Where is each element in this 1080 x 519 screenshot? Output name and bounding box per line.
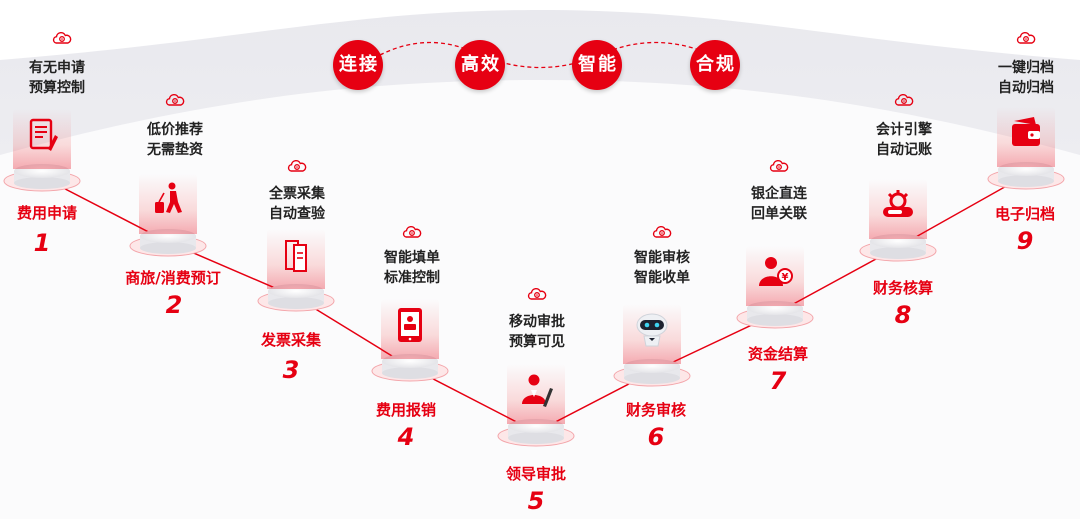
platform-base [624,372,680,384]
desc-line: 自动记账 [876,142,932,158]
step-2-desc: 低价推荐 无需垫资 [115,120,235,160]
step-4-label: 费用报销 [375,401,436,419]
desc-line: 预算可见 [509,334,565,350]
step-7-number: 7 [769,367,787,395]
desc-line: 回单关联 [751,206,807,222]
desc-line: 智能填单 [384,250,440,266]
step-1-label: 费用申请 [16,204,77,222]
badge-char: 合 [696,54,714,75]
platform-top [870,234,926,248]
step-2-glow [139,174,197,234]
step-3-label: 发票采集 [260,331,321,349]
platform-top [268,284,324,298]
platform-base [140,242,196,254]
desc-line: 自动归档 [998,80,1054,96]
desc-line: 低价推荐 [147,122,203,138]
platform-base [998,175,1054,187]
cloud-gear-icon [165,94,185,106]
badge-efficient: 高 效 [455,40,505,90]
cloud-gear-icon [527,288,547,300]
platform-base [382,367,438,379]
step-7-glow [746,246,804,306]
platform-base [870,247,926,259]
traveler-luggage-icon [155,182,182,213]
step-8-desc: 会计引擎 自动记账 [844,120,964,160]
step-3-desc: 全票采集 自动查验 [237,184,357,224]
platform-top [140,229,196,243]
step-5-number: 5 [527,487,545,515]
platform-top [624,359,680,373]
desc-line: 无需垫资 [147,142,203,158]
step-6-label: 财务审核 [625,401,686,419]
step-5-glow [507,364,565,424]
step-8-number: 8 [894,301,912,329]
desc-line: 全票采集 [269,186,325,202]
badge-char: 效 [481,54,499,75]
cloud-gear-icon [1016,32,1036,44]
manager-signing-icon [522,374,553,407]
desc-line: 预算控制 [29,80,85,96]
cloud-gear-icon [287,160,307,172]
badge-connect: 连 接 [333,40,383,90]
step-8-label: 财务核算 [872,279,933,297]
engine-gear-icon [883,190,913,217]
robot-icon [636,313,668,347]
desc-line: 银企直连 [751,186,807,202]
badge-char: 接 [359,54,377,75]
platform-top [14,164,70,178]
badge-compliant: 合 规 [690,40,740,90]
step-1-desc: 有无申请 预算控制 [0,58,117,98]
step-9-number: 9 [1016,227,1034,255]
archive-wallet-icon [1012,117,1040,146]
tablet-form-icon [398,308,422,342]
platform-base [747,314,803,326]
desc-line: 有无申请 [29,60,85,76]
step-4-number: 4 [397,423,415,451]
step-5-label: 领导审批 [505,465,566,483]
step-9-label: 电子归档 [994,205,1055,223]
step-4-desc: 智能填单 标准控制 [352,248,472,288]
platform-top [382,354,438,368]
cloud-gear-icon [894,94,914,106]
document-pen-icon [29,118,58,151]
platform-base [268,297,324,309]
platform-base [508,432,564,444]
platform-top [998,162,1054,176]
badge-char: 规 [716,54,734,75]
desc-line: 一键归档 [998,60,1054,76]
step-9-desc: 一键归档 自动归档 [966,58,1080,98]
step-1-number: 1 [33,229,51,257]
step-7-label: 资金结算 [747,345,808,363]
cloud-gear-icon [52,32,72,44]
badge-char: 智 [578,54,596,75]
step-6-desc: 智能审核 智能收单 [602,248,722,288]
step-6-number: 6 [647,423,665,451]
cloud-gear-icon [402,226,422,238]
badge-char: 能 [598,54,616,75]
platform-base [14,177,70,189]
step-2-label: 商旅/消费预订 [125,269,221,287]
platform-top [508,419,564,433]
cloud-gear-icon [652,226,672,238]
desc-line: 移动审批 [509,314,565,330]
platform-top [747,301,803,315]
desc-line: 标准控制 [384,270,440,286]
desc-line: 会计引擎 [876,122,932,138]
svg-text:¥: ¥ [782,272,789,283]
badge-char: 高 [461,54,479,75]
cloud-gear-icon [769,160,789,172]
step-3-number: 3 [282,356,300,384]
badge-char: 连 [339,54,357,75]
step-5-desc: 移动审批 预算可见 [477,312,597,352]
badge-smart: 智 能 [572,40,622,90]
desc-line: 自动查验 [269,206,325,222]
step-7-desc: 银企直连 回单关联 [719,184,839,224]
step-2-number: 2 [165,291,183,319]
user-yuan-icon: ¥ [759,257,793,286]
desc-line: 智能收单 [634,270,690,286]
desc-line: 智能审核 [634,250,690,266]
invoice-ticket-icon [285,240,307,272]
